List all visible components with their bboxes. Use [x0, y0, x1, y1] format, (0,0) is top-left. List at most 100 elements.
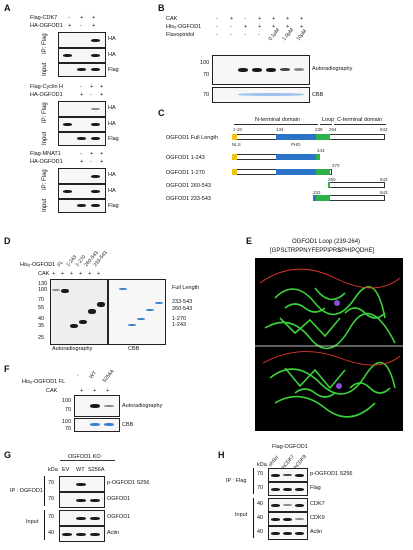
b-sign: - — [216, 16, 218, 22]
c-phd-region — [276, 134, 316, 140]
g-kda: kDa — [48, 467, 58, 473]
g-ip-ogfod1-blot — [59, 492, 105, 508]
d-mw: 25 — [38, 335, 45, 341]
e-title: OGFOD1 Loop (239-264) — [292, 239, 361, 245]
c-row-end: 270 — [332, 163, 340, 168]
a3-sign: - — [90, 159, 92, 165]
panel-label-f: F — [4, 364, 10, 374]
c-loop-bracket — [320, 124, 332, 125]
g-mw: 70 — [48, 480, 55, 486]
b-row3-label: Flavopiridol — [166, 32, 195, 38]
c-loop-region — [316, 134, 330, 140]
d-arrow-label: 233-543 — [172, 299, 193, 305]
b-row2-label: His₆-OGFOD1 — [166, 24, 202, 30]
c-loop-label: Loop — [322, 117, 335, 123]
a3-sign: - — [80, 151, 82, 157]
panel-label-c: C — [158, 108, 165, 118]
a3-band-label: HA — [108, 188, 116, 194]
d-row1-label: His₆-OGFOD1 — [20, 262, 56, 268]
b-cbb-label: CBB — [312, 92, 324, 98]
b-autoradiography-blot — [212, 55, 310, 85]
b-cbb-blot — [212, 87, 310, 103]
c-nls-label: NLS — [232, 142, 241, 147]
d-arrow-label: 1-243 — [172, 322, 187, 328]
a2-band-label: HA — [108, 121, 116, 127]
f-row1-label: His₆-OGFOD1 FL — [22, 379, 66, 385]
c-tick: 239 — [315, 127, 323, 132]
g-lane: WT — [76, 467, 85, 473]
b-sign: + — [244, 24, 248, 30]
a3-row2-label: HA-OGFOD1 — [30, 159, 63, 165]
a2-input-ha-blot — [58, 117, 106, 132]
a2-sign: + — [80, 92, 84, 98]
f-autoradiography-label: Autoradiography — [122, 403, 163, 409]
g-band-label: OGFOD1 — [107, 514, 131, 520]
h-lane: shScr — [267, 454, 281, 468]
f-mw: 70 — [65, 407, 72, 413]
e-structure-image — [255, 258, 403, 431]
b-sign: + — [272, 24, 276, 30]
c-row-label: OGFOD1 1-243 — [166, 155, 205, 161]
a2-input-flag-blot — [58, 132, 106, 146]
h-mw: 40 — [257, 529, 264, 535]
a1-sign: + — [92, 23, 96, 29]
a2-band-label: HA — [108, 105, 116, 111]
b-sign: - — [258, 32, 260, 38]
a2-input-label: Input — [42, 131, 48, 145]
g-input-label: Input — [26, 519, 39, 525]
g-input-ogfod1-blot — [59, 510, 105, 526]
d-cak-sign: + — [97, 271, 101, 277]
a1-band-label: HA — [108, 52, 116, 58]
b-mw: 70 — [203, 92, 210, 98]
c-nls-region — [232, 134, 237, 140]
d-mw: 100 — [38, 287, 48, 293]
panel-label-e: E — [246, 236, 253, 246]
c-row-start: 233 — [313, 190, 321, 195]
g-mw: 40 — [48, 530, 55, 536]
d-row2-label: CAK — [38, 271, 50, 277]
h-actin-blot — [268, 526, 308, 540]
f-cbb-label: CBB — [122, 422, 134, 428]
h-band-label: Actin — [310, 529, 323, 535]
a3-sign: + — [100, 151, 104, 157]
h-band-label: CDK9 — [310, 515, 325, 521]
d-arrow-label: 260-543 — [172, 306, 193, 312]
g-lane: S256A — [88, 467, 105, 473]
h-mw: 70 — [257, 471, 264, 477]
b-sign: + — [286, 24, 290, 30]
a2-band-label: Flag — [108, 136, 119, 142]
a3-input-label: Input — [42, 198, 48, 212]
d-cak-sign: + — [70, 271, 74, 277]
h-header: Flag-OGFOD1 — [272, 444, 308, 450]
g-p-ogfod1-blot — [59, 476, 105, 492]
c-row-end: 543 — [380, 190, 388, 195]
d-mw: 130 — [38, 281, 48, 287]
f-sign: + — [80, 388, 84, 394]
f-autoradiography-blot — [74, 395, 120, 417]
d-cak-sign: + — [52, 271, 56, 277]
h-ip-label: IP : Flag — [226, 478, 247, 484]
c-tick: 1-20 — [233, 127, 243, 132]
b-sign: - — [230, 24, 232, 30]
c-row-label: OGFOD1 233-543 — [166, 196, 211, 202]
d-mw: 40 — [38, 316, 45, 322]
d-lane: FL — [56, 259, 65, 268]
h-band-label: p-OGFOD1 S256 — [310, 471, 353, 477]
g-lane: EV — [62, 467, 70, 473]
g-mw: 70 — [48, 496, 55, 502]
a3-row1-label: Flag-MNAT1 — [30, 151, 61, 157]
a1-sign: + — [68, 23, 72, 29]
panel-label-g: G — [4, 450, 12, 460]
e-sequence: [GPSLTRPPNYFEPPIPRSPHIPQDHE] — [270, 248, 375, 254]
d-mw: 70 — [38, 297, 45, 303]
a1-sign: - — [68, 15, 70, 21]
b-sign: + — [272, 16, 276, 22]
c-row-end: 243 — [317, 148, 325, 153]
c-row-label: OGFOD1 1-270 — [166, 170, 205, 176]
a2-row1-label: Flag-Cyclin H — [30, 84, 64, 90]
a3-band-label: Flag — [108, 203, 119, 209]
d-cak-sign: + — [88, 271, 92, 277]
d-cbb-label: CBB — [128, 346, 140, 352]
b-sign: + — [230, 16, 234, 22]
c-row-label: OGFOD1 260-543 — [166, 183, 211, 189]
